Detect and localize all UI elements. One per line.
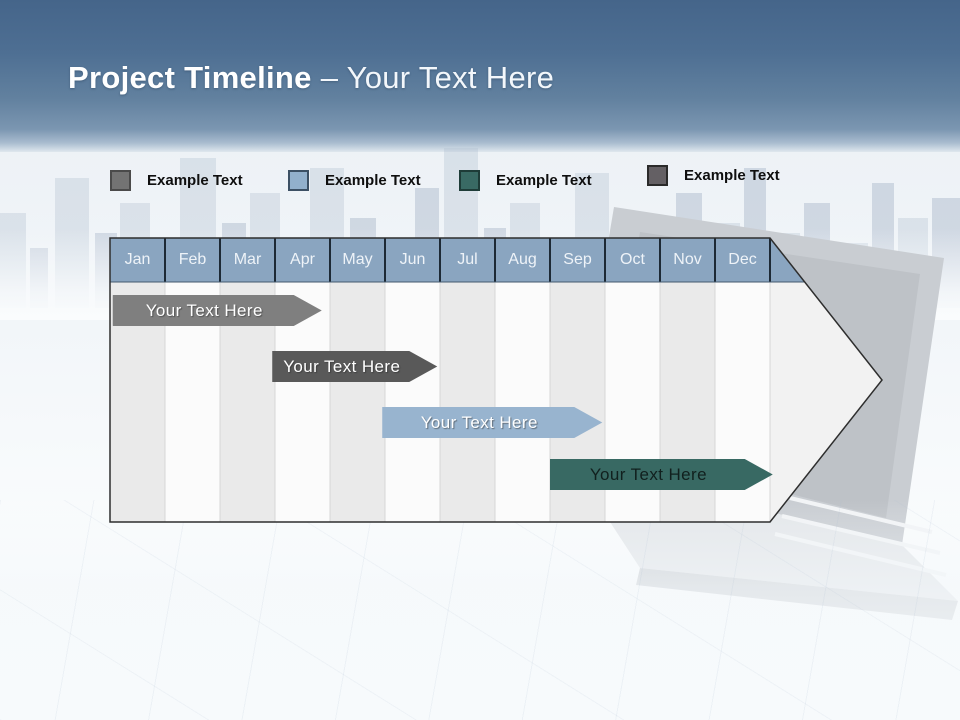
title-band-background [0, 0, 960, 152]
task-bar-3: Your Text Here [382, 407, 602, 438]
legend-swatch-1 [110, 170, 131, 191]
legend-label: Example Text [147, 172, 243, 189]
legend-item-1: Example Text [110, 170, 243, 191]
month-header-mar: Mar [233, 251, 262, 268]
legend-label: Example Text [496, 172, 592, 189]
month-column-stripes [110, 282, 770, 522]
legend-swatch-4 [647, 165, 668, 186]
legend-swatch-2 [288, 170, 309, 191]
task-bar-4: Your Text Here [550, 459, 773, 490]
title-rest: – Your Text Here [320, 60, 555, 95]
legend-item-2: Example Text [288, 170, 421, 191]
month-header-jan: Jan [124, 251, 151, 268]
timeline-arrow-outline [109, 237, 883, 523]
task-bar-2: Your Text Here [272, 351, 437, 382]
month-header-apr: Apr [290, 251, 315, 268]
task-bar-label: Your Text Here [145, 300, 263, 320]
slide-title: Project Timeline– Your Text Here [68, 60, 554, 96]
month-header-feb: Feb [178, 251, 207, 268]
header-separators [164, 238, 771, 282]
month-header-nov: Nov [673, 251, 702, 268]
floor-reflection [0, 500, 960, 720]
legend-swatch-3 [459, 170, 480, 191]
month-header-may: May [342, 251, 373, 268]
legend-item-3: Example Text [459, 170, 592, 191]
task-bar-1: Your Text Here [113, 295, 322, 326]
task-bar-label: Your Text Here [283, 356, 401, 376]
month-header-sep: Sep [563, 251, 592, 268]
task-bar-label: Your Text Here [420, 412, 538, 432]
month-header-jul: Jul [457, 251, 478, 268]
title-emphasis: Project Timeline [68, 60, 312, 95]
month-header-jun: Jun [399, 251, 426, 268]
task-bar-label: Your Text Here [589, 464, 707, 484]
month-header-band [110, 238, 805, 282]
legend-label: Example Text [325, 172, 421, 189]
legend-label: Example Text [684, 167, 780, 184]
month-header-dec: Dec [728, 251, 757, 268]
month-header-aug: Aug [508, 251, 537, 268]
month-header-oct: Oct [620, 251, 645, 268]
legend-item-4: Example Text [647, 165, 780, 186]
